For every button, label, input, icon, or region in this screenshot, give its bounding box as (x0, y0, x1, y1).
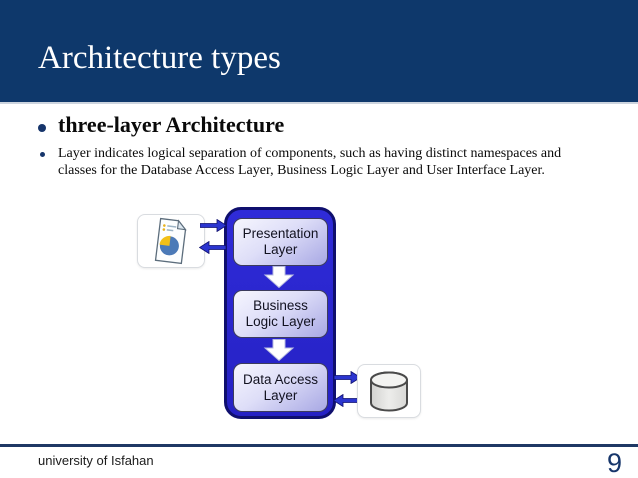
arrow-right-icon (200, 219, 227, 232)
header-band: Architecture types (0, 0, 638, 104)
database-icon-card (357, 364, 421, 418)
footer-institution: university of Isfahan (38, 453, 154, 468)
arrow-right-icon (334, 371, 361, 384)
document-icon (154, 217, 187, 265)
bullet-dot (38, 124, 46, 132)
page-number: 9 (606, 448, 622, 478)
bullet-secondary: Layer indicates logical separation of co… (58, 146, 562, 178)
bullet-dot (40, 152, 45, 157)
database-icon (370, 371, 408, 412)
presentation-layer-box: Presentation Layer (233, 218, 328, 266)
footer-divider (0, 444, 638, 447)
arrow-left-icon (333, 394, 360, 407)
arrow-left-icon (199, 241, 226, 254)
document-icon-card (137, 214, 205, 268)
business-logic-layer-box: Business Logic Layer (233, 290, 328, 338)
slide-title: Architecture types (38, 40, 281, 76)
down-arrow-icon (263, 266, 295, 288)
data-access-layer-box: Data Access Layer (233, 363, 328, 412)
bullet-primary: three-layer Architecture (58, 112, 285, 137)
down-arrow-icon (263, 339, 295, 361)
